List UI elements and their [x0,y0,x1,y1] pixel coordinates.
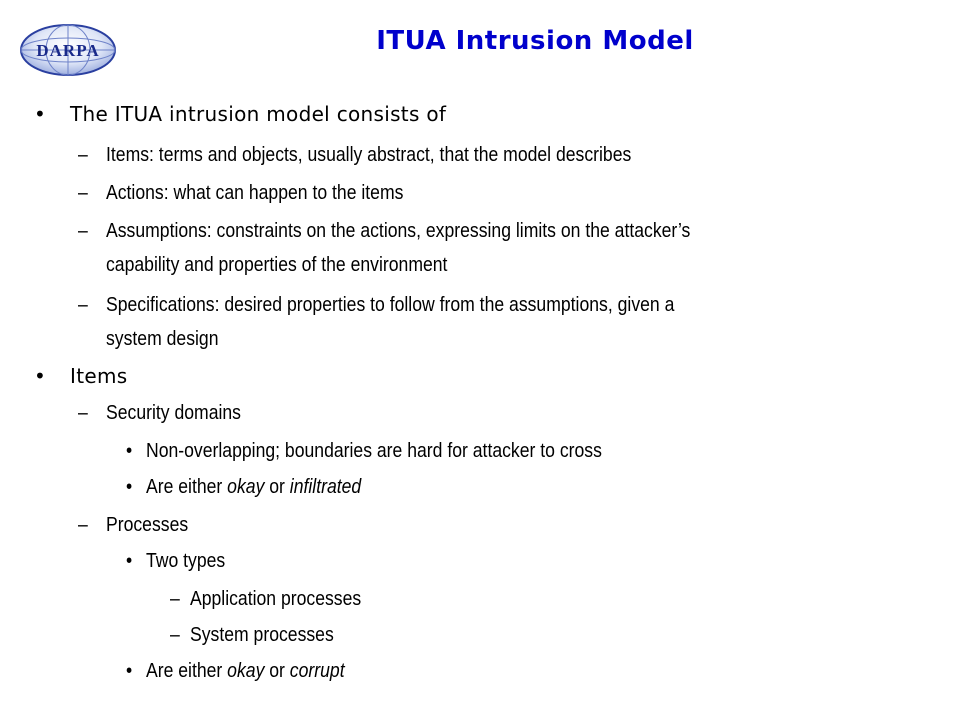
text-segment: or [264,476,290,498]
darpa-logo: DARPA [20,24,116,76]
logo-text: DARPA [36,41,99,60]
text-segment: Specifications: desired properties to fo… [105,294,675,316]
bullet-text: System processes [190,624,334,647]
slide-title: ITUA Intrusion Model [376,26,694,56]
text-segment: The ITUA intrusion model consists of [70,102,447,126]
dash-marker: – [78,220,88,242]
emphasis-text: okay [227,660,265,682]
dash-marker: – [78,144,88,166]
bullet-text: Non-overlapping; boundaries are hard for… [146,440,602,463]
bullet-marker: • [126,476,133,498]
dash-marker: – [78,402,88,424]
bullet-text: Specifications: desired properties to fo… [106,294,674,317]
bullet-text: Assumptions: constraints on the actions,… [106,220,690,243]
text-segment: or [264,660,290,682]
bullet-text: Security domains [106,402,241,425]
bullet-text: The ITUA intrusion model consists of [70,102,446,126]
bullet-line: –Security domains [78,402,241,425]
bullet-marker: • [126,550,133,572]
bullet-line: –Specifications: desired properties to f… [78,294,674,317]
bullet-line: –Actions: what can happen to the items [78,182,403,205]
emphasis-text: okay [227,476,265,498]
bullet-line: • Are either okay or corrupt [126,660,345,683]
bullet-marker: • [126,440,133,462]
bullet-text: Processes [106,514,188,537]
bullet-marker: • [126,660,133,682]
bullet-text: Application processes [190,588,361,611]
bullet-text: Are either okay or corrupt [146,660,345,683]
bullet-text: Items [70,364,127,388]
emphasis-text: infiltrated [289,476,362,498]
text-segment: Assumptions: constraints on the actions,… [105,220,691,242]
bullet-line: –Assumptions: constraints on the actions… [78,220,690,243]
dash-marker: – [78,294,88,316]
bullet-text: system design [106,328,219,351]
bullet-text: Are either okay or infiltrated [146,476,361,499]
bullet-line: –System processes [170,624,334,647]
bullet-line: • Non-overlapping; boundaries are hard fo… [126,440,602,463]
bullet-text: Actions: what can happen to the items [106,182,403,205]
bullet-line: –Items: terms and objects, usually abstr… [78,144,631,167]
bullet-line: –Application processes [170,588,361,611]
dash-marker: – [78,182,88,204]
bullet-text: capability and properties of the environ… [106,254,447,277]
text-segment: Are either [145,660,228,682]
bullet-line: • Items [34,364,127,388]
bullet-marker: • [34,364,47,388]
text-segment: Actions: what can happen to the items [105,182,404,204]
text-segment: Processes [105,514,189,536]
text-segment: Security domains [105,402,241,424]
dash-marker: – [170,624,180,646]
text-segment: System processes [189,624,334,646]
dash-marker: – [170,588,180,610]
bullet-line: • Two types [126,550,225,573]
bullet-marker: • [34,102,47,126]
text-segment: capability and properties of the environ… [105,254,448,276]
dash-marker: – [78,514,88,536]
bullet-line: • Are either okay or infiltrated [126,476,361,499]
text-segment: Items [70,364,128,388]
text-segment: Application processes [189,588,362,610]
text-segment: Items: terms and objects, usually abstra… [105,144,632,166]
text-segment: Non-overlapping; boundaries are hard for… [145,440,602,462]
emphasis-text: corrupt [289,660,345,682]
bullet-line: • The ITUA intrusion model consists of [34,102,446,126]
text-segment: system design [105,328,219,350]
bullet-line: –Processes [78,514,188,537]
bullet-text: Items: terms and objects, usually abstra… [106,144,631,167]
bullet-text: Two types [146,550,225,573]
text-segment: Two types [145,550,226,572]
text-segment: Are either [145,476,228,498]
